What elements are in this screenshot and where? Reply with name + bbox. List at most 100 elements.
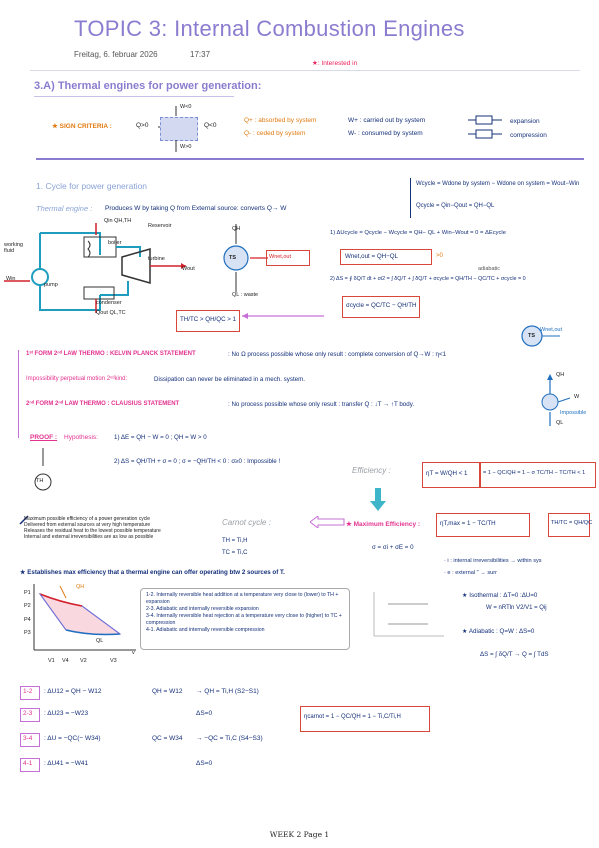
- working-fluid-label: working fluid: [4, 242, 23, 254]
- q-in-label: Q>0: [136, 122, 149, 129]
- proof-label: PROOF :: [30, 434, 58, 441]
- section-a-underline: [34, 96, 234, 97]
- thermal-engine-text: Produces W by taking Q from External sou…: [105, 205, 287, 212]
- left-arrow-icon: [310, 516, 345, 528]
- clausius-qh: QH: [556, 372, 565, 378]
- page-footer: WEEK 2 Page 1: [269, 830, 330, 839]
- bullet-marker-icon: [19, 515, 29, 525]
- pv-v3: V3: [110, 658, 117, 664]
- adiabatic-note: adiabatic: [478, 266, 501, 272]
- pv-diagram: [33, 584, 136, 651]
- eta-max-box: [436, 513, 530, 537]
- th-tc-eq: TH/TC > QH/QC > 1: [180, 316, 237, 323]
- wnet-out-small: Wnet,out: [540, 327, 563, 333]
- carnot-step: 4-1. Adiabatic and internally reversible…: [146, 627, 265, 633]
- efficiency-label: Efficiency :: [352, 466, 391, 475]
- establishes-text: ★ Establishes max efficiency that a ther…: [20, 569, 285, 576]
- w-plus-def: W+ : carried out by system: [348, 117, 426, 124]
- carnot-step: 2-3. Adiabatic and internally reversible…: [146, 606, 259, 612]
- pv-v2: V2: [80, 658, 87, 664]
- carnot-bullet: Internal and external irreversibilities …: [24, 534, 154, 540]
- header-divider: [30, 70, 580, 71]
- th-tc-box: [176, 310, 240, 332]
- step-3-4: 3-4: [23, 735, 33, 742]
- clausius-title: 2ⁿᵈ FORM 2ⁿᵈ LAW THERMO : CLAUSIUS STATE…: [26, 401, 180, 407]
- wnet-eq-box: [340, 249, 432, 265]
- eta-box: [422, 462, 480, 488]
- w-minus-def: W- : consumed by system: [348, 130, 423, 137]
- adiabatic-label: ★ Adiabatic : Q=W : ΔS=0: [462, 628, 535, 635]
- step-box: [20, 733, 40, 747]
- step-box: [20, 708, 40, 722]
- clausius-text: : No process possible whose only result …: [228, 401, 415, 408]
- wnet-out-label: Wnet,out: [269, 254, 292, 260]
- pv-qh: QH: [76, 584, 85, 590]
- kelvin-planck-text: : No Ω process possible whose only resul…: [228, 351, 447, 358]
- carnot-bullet: Delivered from external sources at very …: [24, 522, 151, 528]
- carnot-bullet: Maximum possible efficiency of a power g…: [24, 516, 151, 522]
- pv-p4: P4: [24, 617, 31, 623]
- q-plus-def: Q+ : absorbed by system: [244, 117, 317, 124]
- step-4-1: 4-1: [23, 760, 33, 767]
- step-1-2: 1-2: [23, 688, 33, 695]
- proof-th-label: TH: [36, 478, 44, 484]
- sigma-cycle-eq: σcycle = QC/TC − QH/TH: [346, 302, 417, 309]
- pump-label: pump: [44, 282, 58, 288]
- reservoir-label: Reservoir: [148, 223, 172, 229]
- carnot-tc: TC = Ti,C: [222, 550, 248, 556]
- perpetual-text: Dissipation can never be eliminated in a…: [154, 376, 305, 383]
- ts-engine-diagram: [223, 224, 268, 292]
- proof-eq-1: 1) ΔE = QH − W = 0 ; QH = W > 0: [114, 434, 207, 441]
- clausius-ql: QL: [556, 420, 564, 426]
- entropy-balance-eq: 2) ΔS = ∮ δQ/T dt + σi2 = ∫ δQ/T + ∫ δQ/…: [330, 276, 526, 282]
- section-a-title: 3.A) Thermal engines for power generatio…: [34, 80, 262, 92]
- right-2-3: ΔS=0: [196, 710, 213, 717]
- condenser-label: condenser: [96, 300, 122, 306]
- ts-small-icon: [521, 325, 560, 347]
- page-date: Freitag, 6. februar 2026: [74, 50, 158, 59]
- mid-1-2: QH = W12: [152, 688, 183, 695]
- external-irrev: · e : external " → surr: [444, 570, 497, 576]
- entropy-relation: ΔS = ∫ δQ/T → Q = ∫ TdS: [480, 651, 549, 658]
- section-a-bottom-rule: [36, 158, 584, 160]
- sigma-cycle-box: [342, 296, 420, 318]
- pv-p2: P2: [24, 603, 31, 609]
- q-minus-def: Q- : ceded by system: [244, 130, 306, 137]
- pv-p1: P1: [24, 590, 31, 596]
- du-3-4: : ΔU = −QC(− W34): [44, 735, 101, 742]
- boiler-label: boiler: [108, 240, 122, 246]
- cycle-title: 1. Cycle for power generation: [36, 181, 148, 191]
- du-2-3: : ΔU23 = −W23: [44, 710, 89, 717]
- right-1-2: → QH = Ti,H (S2−S1): [196, 688, 259, 695]
- kelvin-planck-title: 1ˢᵗ FORM 2ⁿᵈ LAW THERMO : KELVIN PLANCK …: [26, 351, 196, 357]
- power-cycle-diagram: [4, 223, 186, 313]
- pv-v: v: [132, 650, 135, 656]
- page-time: 17:37: [190, 50, 211, 59]
- impossible-label: Impossible: [560, 410, 587, 416]
- compression-label: compression: [510, 132, 547, 139]
- interest-note: ★: Interested in: [312, 60, 358, 67]
- page-title: TOPIC 3: Internal Combustion Engines: [74, 16, 465, 41]
- w-in-label: W<0: [180, 104, 192, 110]
- qin-label: Qin QH,TH: [104, 218, 132, 224]
- energy-balance-eq: 1) ΔUcycle = Qcycle − Wcycle = QH− QL + …: [330, 230, 506, 236]
- pv-p3: P3: [24, 630, 31, 636]
- ts-chart-diagram: [373, 592, 444, 637]
- ratio-eq: TH/TC = QH/QC: [551, 520, 593, 526]
- mid-3-4: QC = W34: [152, 735, 183, 742]
- q-out-label: Q<0: [204, 122, 217, 129]
- thermal-engine-label: Thermal engine :: [36, 204, 93, 213]
- carnot-th: TH = Ti,H: [222, 538, 248, 544]
- carnot-step: 1-2. Internally reversible heat addition…: [146, 592, 339, 605]
- wout-label: Wout: [182, 266, 195, 272]
- wcycle-eq-2: Qcycle = Qin−Qout = QH−QL: [416, 203, 495, 209]
- step-box: [20, 758, 40, 772]
- statement-bracket: [18, 350, 19, 438]
- ql-waste-label: QL : waste: [232, 292, 259, 298]
- pv-v1: V1: [48, 658, 55, 664]
- carnot-steps-box: 1-2. Internally reversible heat addition…: [140, 588, 350, 650]
- right-4-1: ΔS=0: [196, 760, 213, 767]
- proof-engine-icon: [34, 448, 52, 491]
- wcycle-bracket: [410, 178, 411, 218]
- hypothesis-label: Hypothesis:: [64, 434, 98, 441]
